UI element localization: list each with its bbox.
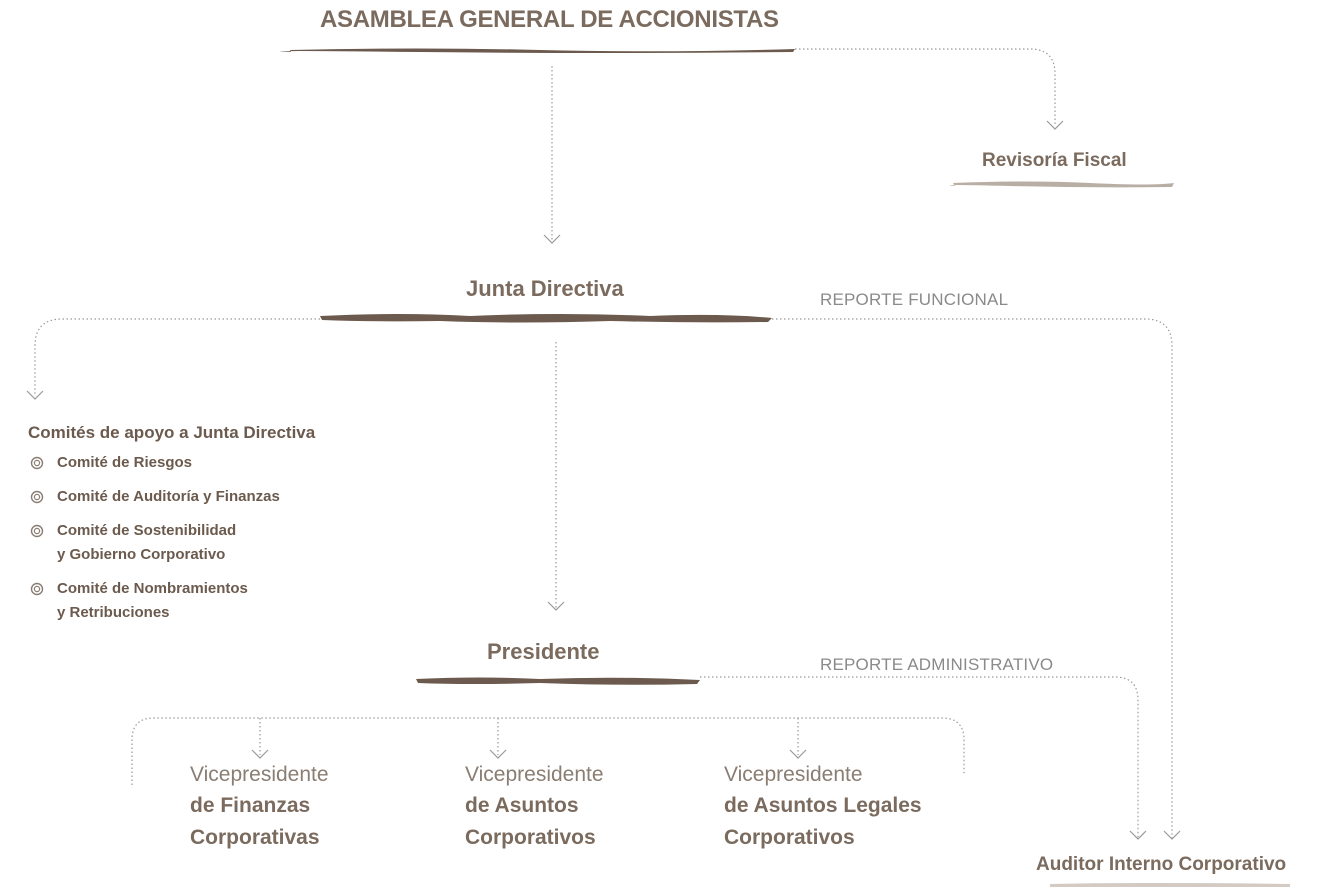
arrowhead-comites	[26, 390, 44, 400]
connector-presidente-auditor	[700, 676, 1139, 838]
auditor-interno-title: Auditor Interno Corporativo	[1036, 854, 1287, 875]
arrowhead-auditor-admin	[1129, 830, 1147, 840]
vp-title: Vicepresidente	[190, 763, 329, 786]
presidente-title: Presidente	[487, 639, 600, 664]
vp-area-line2: Corporativos	[465, 826, 596, 849]
comite-label: Comité de Nombramientos	[57, 580, 248, 597]
reporte-funcional-label: REPORTE FUNCIONAL	[820, 290, 1009, 309]
presidente-underline	[416, 677, 700, 685]
vp-title: Vicepresidente	[724, 763, 863, 786]
connector-junta-auditor	[772, 318, 1173, 838]
asamblea-underline	[279, 48, 796, 53]
revisoria-underline	[949, 181, 1174, 188]
connector-junta-comites	[34, 318, 320, 396]
comite-label-line2: y Gobierno Corporativo	[57, 546, 226, 563]
arrowhead-vp1	[251, 749, 269, 759]
arrowhead-auditor-funcional	[1163, 830, 1181, 840]
vp-area-line1: de Asuntos Legales	[724, 794, 922, 817]
comites-block: Comités de apoyo a Junta Directiva Comit…	[28, 423, 388, 635]
vp-area-line2: Corporativos	[724, 826, 855, 849]
spiral-bullet-icon	[30, 582, 44, 596]
comite-label: Comité de Sostenibilidad	[57, 522, 237, 539]
vp-finanzas: Vicepresidente de Finanzas Corporativas	[190, 760, 329, 854]
junta-directiva-title: Junta Directiva	[466, 276, 624, 301]
arrowhead-vp2	[489, 749, 507, 759]
comite-label: Comité de Auditoría y Finanzas	[57, 488, 280, 505]
arrowhead-presidente	[547, 601, 565, 611]
vp-area-line1: de Finanzas	[190, 794, 311, 817]
vp-area-line2: Corporativas	[190, 826, 320, 849]
comites-title: Comités de apoyo a Junta Directiva	[28, 423, 316, 442]
comite-item: Comité de Auditoría y Finanzas	[28, 485, 388, 509]
comite-label: Comité de Riesgos	[57, 454, 193, 471]
auditor-underline	[1050, 883, 1290, 887]
vp-asuntos-corporativos: Vicepresidente de Asuntos Corporativos	[465, 760, 604, 854]
connector-asamblea-revisoria	[795, 48, 1056, 126]
comite-item: Comité de Sostenibilidad y Gobierno Corp…	[28, 519, 388, 567]
revisoria-fiscal-title: Revisoría Fiscal	[982, 150, 1127, 171]
comite-item: Comité de Riesgos	[28, 451, 388, 475]
comite-label-line2: y Retribuciones	[57, 604, 170, 621]
asamblea-title: ASAMBLEA GENERAL DE ACCIONISTAS	[320, 6, 779, 33]
reporte-administrativo-label: REPORTE ADMINISTRATIVO	[820, 655, 1054, 674]
arrowhead-revisoria	[1046, 120, 1064, 130]
spiral-bullet-icon	[30, 456, 44, 470]
junta-underline	[320, 314, 772, 323]
vp-title: Vicepresidente	[465, 763, 604, 786]
vp-asuntos-legales: Vicepresidente de Asuntos Legales Corpor…	[724, 760, 922, 854]
arrowhead-junta	[543, 234, 561, 244]
arrowhead-vp3	[789, 749, 807, 759]
spiral-bullet-icon	[30, 490, 44, 504]
vp-area-line1: de Asuntos	[465, 794, 579, 817]
comite-item: Comité de Nombramientos y Retribuciones	[28, 577, 388, 625]
spiral-bullet-icon	[30, 524, 44, 538]
